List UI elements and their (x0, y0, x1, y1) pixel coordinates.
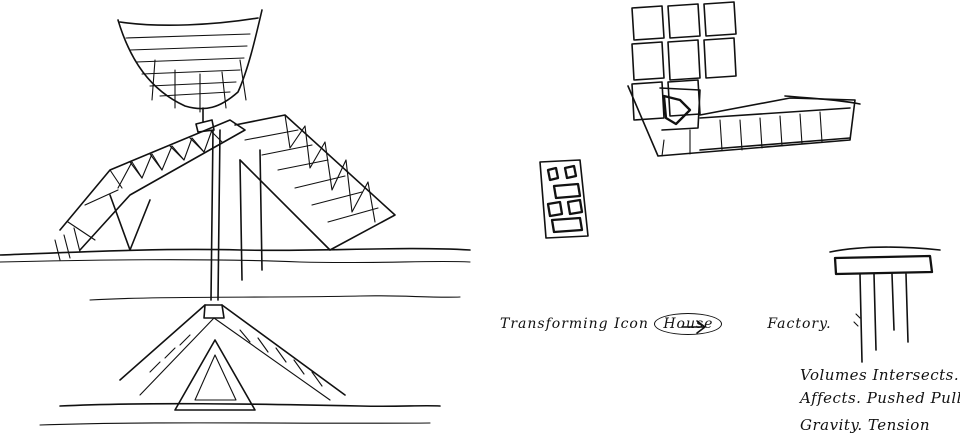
note-transforming-icon: Transforming Icon House Factory. (500, 313, 832, 335)
patterned-plan-sketch (539, 159, 589, 239)
column-tower-sketch (829, 246, 941, 363)
note-transform-circled: House (654, 313, 723, 335)
note-transform-before: Transforming Icon (500, 316, 649, 332)
note-volumes: Volumes Intersects. (800, 366, 960, 384)
note-affects: Affects. Pushed Pull. (800, 389, 960, 407)
note-transform-after: Factory. (767, 316, 832, 332)
bridge-structure-sketch (0, 9, 471, 426)
note-gravity: Gravity. Tension (800, 416, 930, 434)
block-building-sketch (627, 1, 861, 157)
right-arrow-icon (681, 320, 706, 334)
